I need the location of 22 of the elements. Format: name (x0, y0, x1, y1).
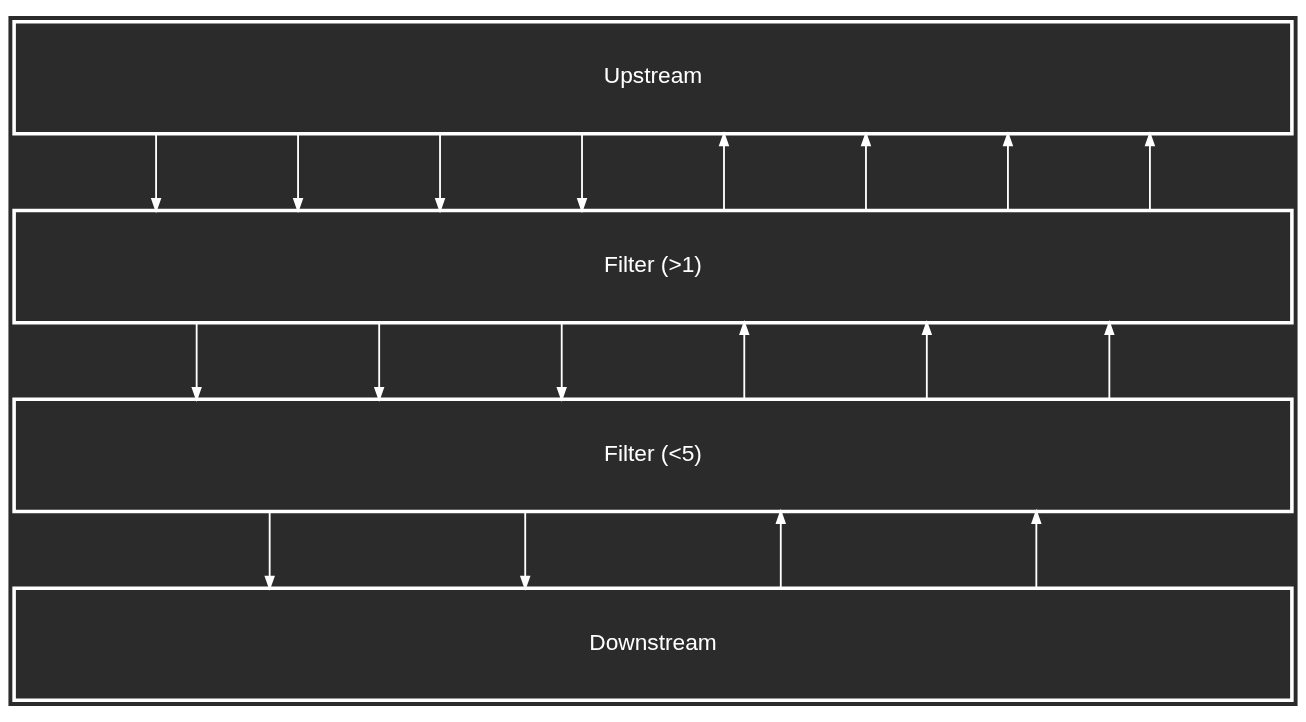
node-box: Filter (>1) (12, 208, 1294, 325)
arrow (292, 132, 304, 214)
arrow (739, 320, 750, 401)
arrow (921, 320, 933, 401)
node-box: Filter (<5) (12, 397, 1294, 514)
arrow (150, 132, 162, 214)
arrow (1104, 320, 1115, 401)
arrow (775, 508, 787, 590)
arrow (576, 132, 588, 214)
arrow (373, 321, 385, 402)
arrow (434, 132, 446, 214)
arrow (519, 510, 531, 591)
arrow (718, 131, 730, 212)
node-box: Downstream (12, 586, 1294, 703)
arrow (860, 131, 872, 212)
arrow (264, 510, 275, 591)
arrow (191, 321, 202, 402)
arrow (556, 321, 567, 402)
arrow (1144, 131, 1156, 212)
node-box: Upstream (12, 19, 1294, 136)
arrow (1002, 131, 1014, 212)
arrow (1031, 508, 1042, 590)
